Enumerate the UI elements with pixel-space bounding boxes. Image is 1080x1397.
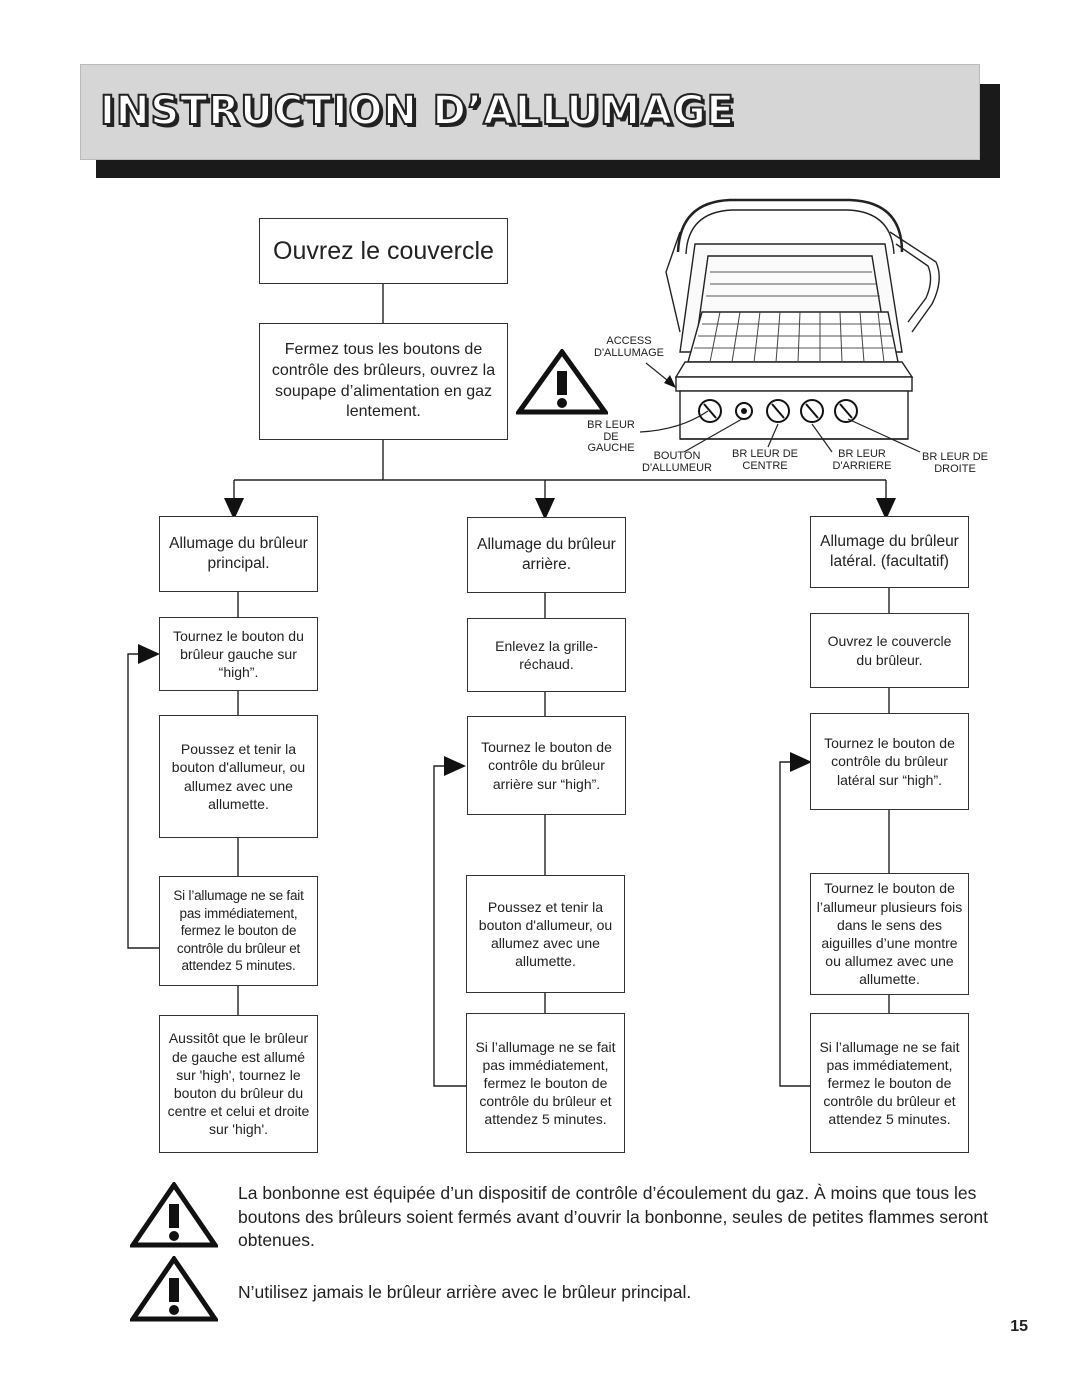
side-step-3: Tournez le bouton de l’allumeur plusieur… [810, 873, 969, 995]
open-lid-box: Ouvrez le couvercle [259, 218, 508, 284]
label-access-allumage: ACCESS D'ALLUMAGE [594, 335, 664, 359]
main-step-1: Tournez le bouton du brûleur gauche sur … [159, 617, 318, 691]
rear-burner-header-text: Allumage du brûleur arrière. [477, 535, 616, 573]
rear-step-1: Enlevez la grille-réchaud. [467, 618, 626, 692]
main-burner-header-text: Allumage du brûleur principal. [169, 534, 308, 572]
page-title: INSTRUCTION D’ALLUMAGE [99, 87, 735, 135]
label-right-burner: BR LEUR DE DROITE [921, 451, 989, 475]
label-rear-burner: BR LEUR D'ARRIERE [832, 448, 892, 472]
rear-step-3: Poussez et tenir la bouton d'allumeur, o… [466, 875, 625, 993]
rear-step-2: Tournez le bouton de contrôle du brûleur… [467, 716, 626, 815]
main-step-2-text: Poussez et tenir la bouton d'allumeur, o… [171, 741, 306, 812]
rear-step-3-text: Poussez et tenir la bouton d'allumeur, o… [478, 898, 613, 970]
header-banner [80, 64, 980, 160]
side-step-1-text: Ouvrez le couvercle du brûleur. [827, 633, 952, 668]
warning-text-1: La bonbonne est équipée d’un dispositif … [238, 1183, 989, 1251]
side-step-1: Ouvrez le couvercle du brûleur. [810, 613, 969, 688]
side-step-4: Si l’allumage ne se fait pas immédiateme… [810, 1013, 969, 1153]
side-step-3-text: Tournez le bouton de l’allumeur plusieur… [816, 880, 963, 988]
side-step-2: Tournez le bouton de contrôle du brûleur… [810, 713, 969, 810]
main-step-3-text: Si l’allumage ne se fait pas immédiateme… [173, 888, 304, 974]
warning-text-2: N’utilisez jamais le brûleur arrière ave… [238, 1282, 692, 1302]
close-valves-box: Fermez tous les boutons de contrôle des … [259, 323, 508, 440]
main-step-4: Aussitôt que le brûleur de gauche est al… [159, 1015, 318, 1153]
rear-step-4: Si l’allumage ne se fait pas immédiateme… [466, 1013, 625, 1153]
rear-step-2-text: Tournez le bouton de contrôle du brûleur… [481, 739, 612, 792]
page-number: 15 [1010, 1318, 1028, 1335]
label-left-burner: BR LEUR DE GAUCHE [587, 419, 635, 455]
warning-triangle-icon [516, 349, 608, 415]
rear-burner-header: Allumage du brûleur arrière. [467, 517, 626, 593]
label-center-burner: BR LEUR DE CENTRE [731, 448, 799, 472]
main-step-1-text: Tournez le bouton du brûleur gauche sur … [173, 627, 304, 681]
main-step-4-text: Aussitôt que le brûleur de gauche est al… [167, 1030, 310, 1138]
main-step-2: Poussez et tenir la bouton d'allumeur, o… [159, 715, 318, 838]
rear-step-1-text: Enlevez la grille-réchaud. [495, 637, 598, 672]
close-valves-text: Fermez tous les boutons de contrôle des … [271, 340, 496, 421]
warning-triangle-icon [130, 1182, 218, 1248]
side-step-4-text: Si l’allumage ne se fait pas immédiateme… [819, 1038, 960, 1128]
label-igniter-button: BOUTON D'ALLUMEUR [642, 450, 712, 474]
rear-step-4-text: Si l’allumage ne se fait pas immédiateme… [475, 1038, 616, 1128]
main-burner-header: Allumage du brûleur principal. [159, 516, 318, 592]
side-burner-header: Allumage du brûleur latéral. (facultatif… [810, 516, 969, 588]
side-step-2-text: Tournez le bouton de contrôle du brûleur… [824, 735, 955, 788]
main-step-3: Si l’allumage ne se fait pas immédiateme… [159, 876, 318, 986]
grill-illustration [665, 198, 940, 440]
side-burner-header-text: Allumage du brûleur latéral. (facultatif… [820, 532, 959, 570]
open-lid-text: Ouvrez le couvercle [273, 236, 494, 265]
warning-triangle-icon [130, 1256, 218, 1322]
